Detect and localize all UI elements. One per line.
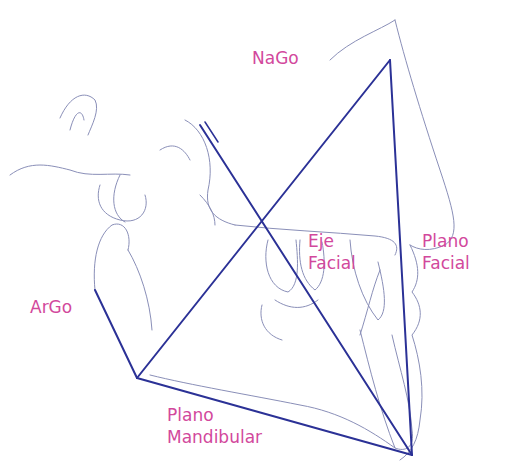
pt-point-mark xyxy=(205,122,218,142)
line-label: NaGo xyxy=(250,47,334,69)
nago-line xyxy=(137,60,390,378)
line-label: Plano Mandibular xyxy=(165,404,289,448)
facial-plane xyxy=(390,60,412,455)
line-label: ArGo xyxy=(28,296,92,318)
facial-axis xyxy=(200,125,412,455)
cephalometric-lines xyxy=(95,60,412,455)
line-label: Plano Facial xyxy=(420,230,496,274)
argo-line xyxy=(95,290,137,378)
line-label: Eje Facial xyxy=(306,230,380,274)
anatomy-tracing xyxy=(10,20,454,460)
